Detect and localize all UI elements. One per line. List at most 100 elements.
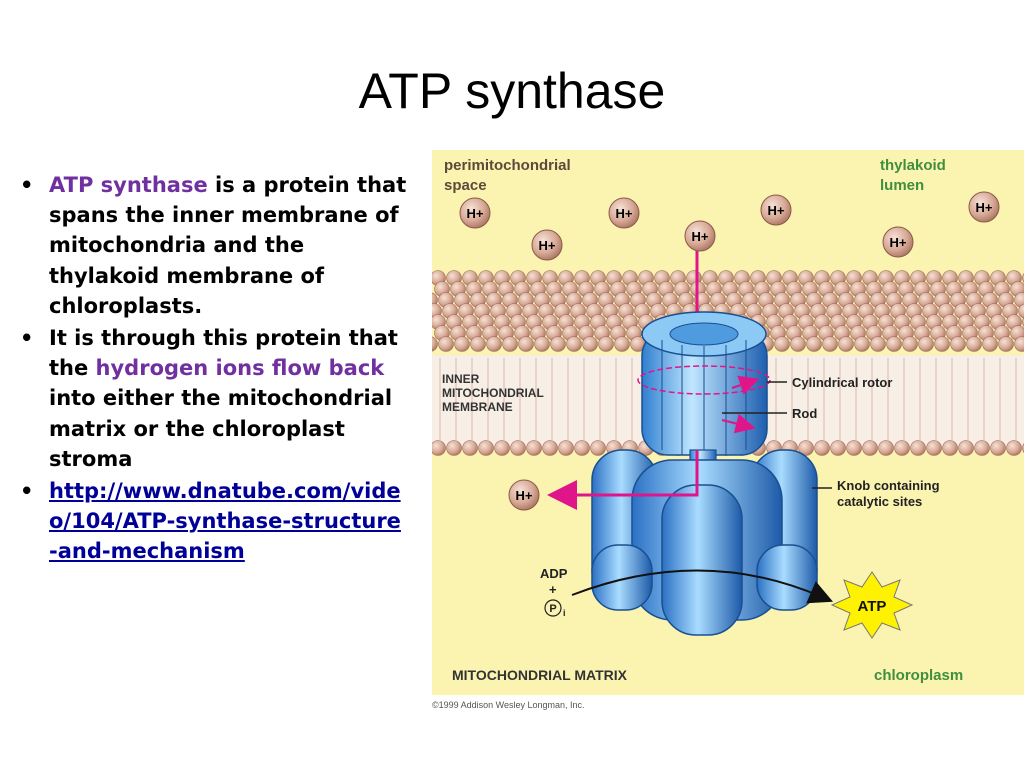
- phospholipid-head: [894, 440, 910, 456]
- phospholipid-head: [1014, 336, 1024, 352]
- label-mitochondrial-matrix: MITOCHONDRIAL MATRIX: [452, 667, 628, 683]
- bullet-dot: •: [20, 173, 34, 197]
- phospholipid-head: [446, 440, 462, 456]
- phospholipid-head: [862, 440, 878, 456]
- diagram-svg: H+ H+ H+ H+ H+ H+ H+ H+ perimitochondria…: [432, 150, 1024, 695]
- ion-label: H+: [890, 235, 907, 250]
- phospholipid-head: [854, 336, 870, 352]
- phospholipid-head: [966, 336, 982, 352]
- label-cylindrical-rotor: Cylindrical rotor: [792, 375, 892, 390]
- phospholipid-head: [1006, 440, 1022, 456]
- phospholipid-head: [886, 336, 902, 352]
- phospholipid-head: [822, 336, 838, 352]
- phospholipid-head: [454, 336, 470, 352]
- label-chloroplasm: chloroplasm: [874, 667, 963, 684]
- label-mitochondrial: MITOCHONDRIAL: [442, 386, 544, 400]
- bullet-text: into either the mitochondrial matrix or …: [49, 386, 393, 471]
- bullet-dot: •: [20, 326, 34, 351]
- bullet-list: • ATP synthase is a protein that spans t…: [18, 170, 408, 569]
- phospholipid-heads-top: [432, 270, 1024, 352]
- label-plus: +: [549, 582, 557, 597]
- phospholipid-head: [990, 440, 1006, 456]
- phospholipid-head: [806, 336, 822, 352]
- label-inner: INNER: [442, 372, 480, 386]
- label-perimitochondrial: perimitochondrial: [444, 157, 571, 174]
- highlight-hydrogen-ions: hydrogen ions flow back: [95, 356, 385, 381]
- highlight-atp-synthase: ATP synthase: [49, 173, 208, 197]
- phospholipid-head: [462, 440, 478, 456]
- label-thylakoid: thylakoid: [880, 157, 946, 174]
- phospholipid-head: [870, 336, 886, 352]
- phospholipid-head: [790, 336, 806, 352]
- label-pi: P: [549, 603, 556, 615]
- phospholipid-head: [918, 336, 934, 352]
- phospholipid-head: [950, 336, 966, 352]
- phospholipid-head: [510, 440, 526, 456]
- cylindrical-rotor-shape: [637, 311, 771, 456]
- phospholipid-head: [974, 440, 990, 456]
- bullet-item: • http://www.dnatube.com/video/104/ATP-s…: [18, 476, 408, 567]
- label-knob-line2: catalytic sites: [837, 494, 922, 509]
- phospholipid-head: [574, 440, 590, 456]
- phospholipid-head: [432, 440, 446, 456]
- phospholipid-head: [902, 336, 918, 352]
- phospholipid-head: [478, 440, 494, 456]
- bullet-text: is a protein that spans the inner membra…: [49, 173, 407, 318]
- phospholipid-head: [614, 336, 630, 352]
- phospholipid-head: [814, 440, 830, 456]
- phospholipid-head: [502, 336, 518, 352]
- phospholipid-head: [798, 440, 814, 456]
- phospholipid-head: [926, 440, 942, 456]
- video-link[interactable]: http://www.dnatube.com/video/104/ATP-syn…: [49, 479, 401, 564]
- phospholipid-head: [432, 336, 438, 352]
- phospholipid-head: [878, 440, 894, 456]
- atp-starburst: [830, 571, 914, 639]
- phospholipid-head: [518, 336, 534, 352]
- label-lumen: lumen: [880, 177, 924, 194]
- phospholipid-head: [830, 440, 846, 456]
- bullet-item: • It is through this protein that the hy…: [18, 323, 408, 474]
- phospholipid-head: [958, 440, 974, 456]
- proton-exit-arrow: [547, 450, 699, 510]
- knob-shape: [591, 449, 818, 636]
- phospholipid-head: [542, 440, 558, 456]
- phospholipid-head: [558, 440, 574, 456]
- phospholipid-head: [582, 336, 598, 352]
- phospholipid-head: [598, 336, 614, 352]
- phospholipid-head: [590, 440, 606, 456]
- label-knob-line1: Knob containing: [837, 478, 940, 493]
- ion-label: H+: [539, 238, 556, 253]
- slide-title: ATP synthase: [358, 63, 666, 119]
- label-pi-sub: i: [563, 608, 566, 618]
- atp-synthase-figure: H+ H+ H+ H+ H+ H+ H+ H+ perimitochondria…: [432, 150, 1024, 695]
- label-atp: ATP: [858, 598, 887, 615]
- ion-label: H+: [616, 206, 633, 221]
- ion-label: H+: [768, 203, 785, 218]
- figure-copyright: ©1999 Addison Wesley Longman, Inc.: [432, 700, 585, 710]
- ion-label: H+: [976, 200, 993, 215]
- phospholipid-head: [982, 336, 998, 352]
- bullet-item: • ATP synthase is a protein that spans t…: [18, 170, 408, 321]
- phospholipid-head: [1018, 303, 1024, 319]
- phospholipid-head: [998, 336, 1014, 352]
- phospholipid-head: [934, 336, 950, 352]
- phospholipid-head: [438, 336, 454, 352]
- phospholipid-head: [942, 440, 958, 456]
- ion-label: H+: [692, 229, 709, 244]
- phospholipid-head: [910, 440, 926, 456]
- proton-ions: H+ H+ H+ H+ H+ H+ H+ H+: [459, 191, 1000, 511]
- phospholipid-head: [838, 336, 854, 352]
- phospholipid-head: [526, 440, 542, 456]
- label-adp: ADP: [540, 566, 568, 581]
- phospholipid-head: [566, 336, 582, 352]
- label-rod: Rod: [792, 406, 817, 421]
- phospholipid-head: [486, 336, 502, 352]
- bullet-text: It is through this protein that the: [49, 326, 398, 381]
- ion-label: H+: [516, 488, 533, 503]
- phospholipid-head: [846, 440, 862, 456]
- phospholipid-head: [550, 336, 566, 352]
- reaction-arrow: [571, 569, 834, 604]
- phospholipid-head: [470, 336, 486, 352]
- bullet-dot: •: [20, 479, 34, 504]
- label-membrane: MEMBRANE: [442, 400, 513, 414]
